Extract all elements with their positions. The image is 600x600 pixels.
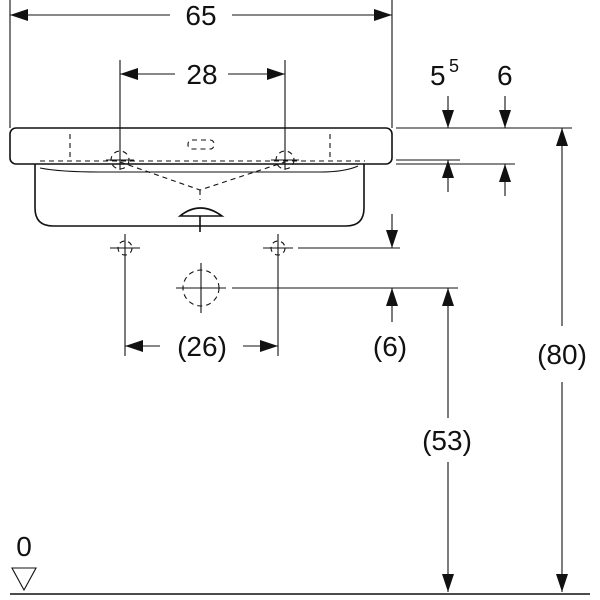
label-rim-thickness: 5 — [430, 60, 446, 91]
overflow-slot — [187, 139, 215, 150]
dimension-overall-width: 65 — [9, 0, 393, 128]
label-rim-thickness-sup: 5 — [449, 56, 459, 76]
label-rim-offset: 6 — [497, 60, 513, 91]
label-total-height: (80) — [537, 339, 587, 370]
label-overall-width: 65 — [185, 0, 216, 31]
label-supply-offset: (6) — [373, 331, 407, 362]
label-floor-level: 0 — [16, 531, 32, 562]
floor-level: 0 — [10, 531, 590, 595]
drain-outlet — [177, 207, 225, 217]
hidden-drain-lines — [119, 161, 286, 200]
dimension-drain-height: (53) — [422, 288, 472, 592]
basin-rim — [9, 127, 393, 165]
basin-inner-curve — [39, 165, 359, 173]
label-tap-spacing: 28 — [186, 59, 217, 90]
dimension-total-height: (80) — [537, 128, 587, 592]
label-supply-spacing: (26) — [177, 331, 227, 362]
floor-level-triangle-icon — [11, 567, 37, 592]
dimension-rim-thickness: 5 5 6 — [396, 56, 572, 196]
dimension-supply-offset: (6) — [232, 214, 458, 362]
supply-point-right — [263, 234, 293, 262]
drain-point — [176, 263, 226, 313]
label-drain-height: (53) — [422, 425, 472, 456]
basin-outline — [9, 127, 393, 232]
supply-point-left — [110, 234, 140, 262]
dimension-tap-spacing: 28 — [119, 59, 286, 170]
dimension-supply-spacing: (26) — [124, 262, 279, 362]
